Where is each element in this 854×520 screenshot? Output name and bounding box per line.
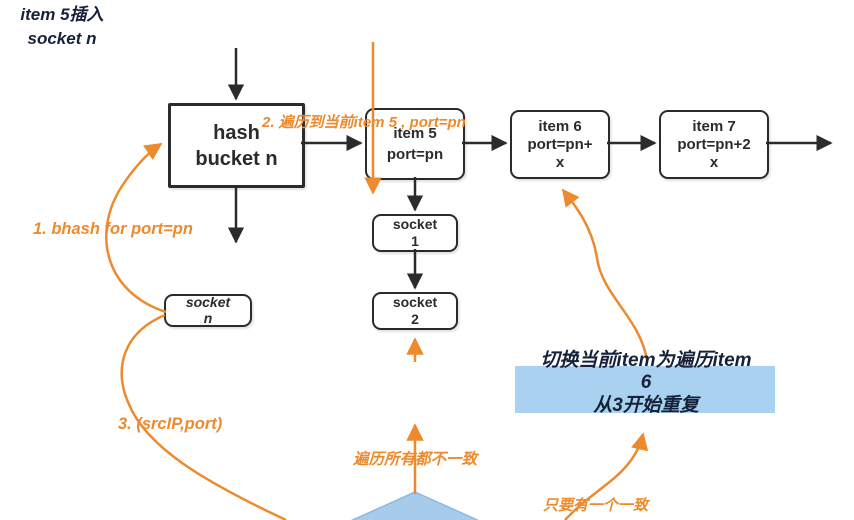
insert-note-line: socket n — [27, 29, 97, 48]
insert-note-line: item 5插入 — [20, 5, 104, 25]
node-label: item 6 — [538, 117, 582, 135]
decision-diamond — [350, 491, 480, 520]
socket1-node: socket 1 — [372, 214, 458, 252]
item6-node: item 6 port=pn+ x — [510, 110, 610, 179]
switch-note: 切换当前item为遍历item 6 从3开始重复 — [503, 350, 789, 417]
one-match-label: 只要有一个一致 — [543, 497, 649, 514]
insert-note: item 5插入 socket n — [0, 0, 124, 54]
item7-node: item 7 port=pn+2 x — [659, 110, 769, 179]
node-label: item 5 — [393, 125, 437, 142]
node-label: 1 — [411, 233, 419, 249]
switch-note-highlight — [515, 366, 775, 413]
node-label: 2 — [411, 311, 419, 327]
hash-bucket-node: hash bucket n — [168, 103, 305, 188]
step1-label: 1. bhash for port=pn — [33, 220, 193, 238]
node-label: item 7 — [692, 117, 736, 135]
node-label: bucket n — [195, 147, 278, 170]
switch-note-line: 6 — [640, 372, 652, 394]
switch-note-line: 切换当前item为遍历item — [540, 350, 752, 371]
socket-n-node: socket n — [164, 294, 252, 327]
node-label: socket — [392, 216, 438, 233]
item5-node: item 5 port=pn — [365, 108, 465, 180]
step2-label: 2. 遍历到当前item 5 , port=pn — [262, 114, 466, 131]
step3-label: 3. (srcIP,port) — [118, 415, 223, 433]
node-label: socket — [185, 294, 231, 311]
all-mismatch-label: 遍历所有都不一致 — [353, 451, 478, 468]
node-label: x — [709, 153, 719, 171]
node-label: x — [555, 153, 565, 171]
node-label: hash — [213, 121, 260, 144]
node-label: port=pn+ — [527, 135, 593, 153]
node-label: port=pn+2 — [677, 135, 751, 153]
node-label: socket — [392, 294, 438, 311]
socket2-node: socket 2 — [372, 292, 458, 330]
arrow-switch-note-to-item6 — [561, 188, 649, 361]
node-label: port=pn — [386, 146, 444, 163]
switch-note-line: 从3开始重复 — [593, 394, 699, 416]
node-label: n — [203, 309, 213, 326]
